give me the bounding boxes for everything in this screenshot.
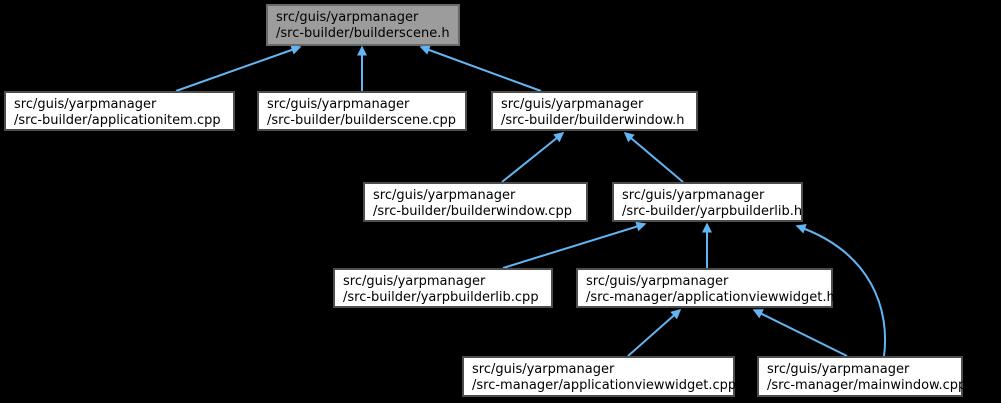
- node-yarpbuilderlib-cpp[interactable]: src/guis/yarpmanager/src-builder/yarpbui…: [333, 268, 553, 308]
- node-label-line1: src/guis/yarpmanager: [267, 97, 410, 112]
- node-label-line2: /src-manager/mainwindow.cpp: [767, 378, 967, 393]
- edge-yarpbuilderlib-cpp-to-yarpbuilderlib-h: [502, 221, 647, 269]
- node-builderscene-h[interactable]: src/guis/yarpmanager/src-builder/builder…: [266, 4, 460, 46]
- node-label-line1: src/guis/yarpmanager: [501, 97, 644, 112]
- edge-yarpbuilderlib-h-to-builderwindow-h: [623, 132, 684, 183]
- node-label-line2: /src-builder/yarpbuilderlib.cpp: [343, 290, 539, 305]
- node-label-line1: src/guis/yarpmanager: [472, 362, 615, 377]
- edge-mainwindow-cpp-to-yarpbuilderlib-h: [795, 224, 887, 357]
- node-mainwindow-cpp[interactable]: src/guis/yarpmanager/src-manager/mainwin…: [757, 356, 967, 397]
- node-label-line2: /src-builder/builderscene.cpp: [267, 113, 456, 128]
- node-label-line2: /src-manager/applicationviewwidget.h: [586, 290, 835, 305]
- node-builderwindow-cpp[interactable]: src/guis/yarpmanager/src-builder/builder…: [363, 182, 588, 222]
- node-builderscene-cpp[interactable]: src/guis/yarpmanager/src-builder/builder…: [257, 91, 467, 131]
- node-yarpbuilderlib-h[interactable]: src/guis/yarpmanager/src-builder/yarpbui…: [612, 182, 803, 222]
- node-label-line2: /src-builder/yarpbuilderlib.h: [622, 204, 803, 219]
- node-label-line2: /src-builder/builderscene.h: [276, 26, 450, 41]
- node-applicationviewwidget-cpp[interactable]: src/guis/yarpmanager/src-manager/applica…: [462, 356, 737, 397]
- node-label-line1: src/guis/yarpmanager: [767, 362, 910, 377]
- node-builderwindow-h[interactable]: src/guis/yarpmanager/src-builder/builder…: [491, 91, 698, 131]
- node-label-line2: /src-manager/applicationviewwidget.cpp: [472, 378, 737, 393]
- edge-builderwindow-h-to-builderscene-h: [419, 45, 542, 92]
- node-label-line1: src/guis/yarpmanager: [276, 10, 419, 25]
- edge-applicationitem-cpp-to-builderscene-h: [175, 45, 302, 92]
- edge-mainwindow-cpp-to-applicationviewwidget-h: [752, 309, 848, 357]
- node-applicationviewwidget-h[interactable]: src/guis/yarpmanager/src-manager/applica…: [576, 268, 835, 308]
- node-applicationitem-cpp[interactable]: src/guis/yarpmanager/src-builder/applica…: [4, 91, 235, 131]
- node-label-line1: src/guis/yarpmanager: [14, 97, 157, 112]
- edge-builderwindow-cpp-to-builderwindow-h: [501, 132, 565, 183]
- node-label-line2: /src-builder/builderwindow.h: [501, 113, 685, 128]
- node-label-line2: /src-builder/applicationitem.cpp: [14, 113, 221, 128]
- node-label-line1: src/guis/yarpmanager: [373, 188, 516, 203]
- node-label-line2: /src-builder/builderwindow.cpp: [373, 204, 572, 219]
- edge-applicationviewwidget-cpp-to-applicationviewwidget-h: [627, 309, 682, 357]
- node-label-line1: src/guis/yarpmanager: [343, 274, 486, 289]
- node-label-line1: src/guis/yarpmanager: [586, 274, 729, 289]
- node-label-line1: src/guis/yarpmanager: [622, 188, 765, 203]
